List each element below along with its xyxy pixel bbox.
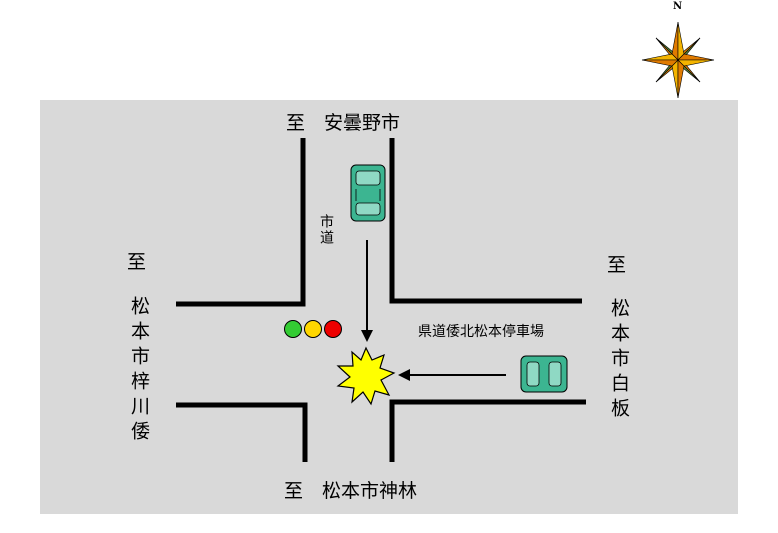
arrow-westbound — [398, 369, 506, 381]
collision-burst-icon — [336, 346, 396, 406]
east-to-label: 至 — [607, 254, 627, 276]
road-edge-northeast — [389, 138, 582, 304]
road-edge-southwest — [176, 402, 308, 462]
south-direction-label: 至 松本市神林 — [284, 480, 418, 502]
north-direction-label: 至 安曇野市 — [286, 112, 401, 134]
east-place-label: 松本市白板 — [608, 298, 630, 423]
road-edge-northwest — [176, 138, 306, 307]
car-icon-westbound — [520, 355, 568, 393]
arrow-southbound — [361, 240, 373, 342]
prefectural-road-label: 県道倭北松本停車場 — [418, 324, 544, 340]
city-road-label: 市道 — [318, 214, 334, 246]
car-icon-southbound — [350, 164, 386, 222]
map-background — [40, 100, 738, 514]
road-edge-southeast — [389, 399, 586, 462]
compass-icon — [641, 21, 715, 99]
compass-north-label: N — [673, 1, 683, 12]
west-place-label: 松本市梓川倭 — [128, 296, 150, 446]
road-edges — [176, 138, 586, 462]
west-to-label: 至 — [127, 251, 147, 273]
traffic-light-icon — [284, 320, 342, 338]
